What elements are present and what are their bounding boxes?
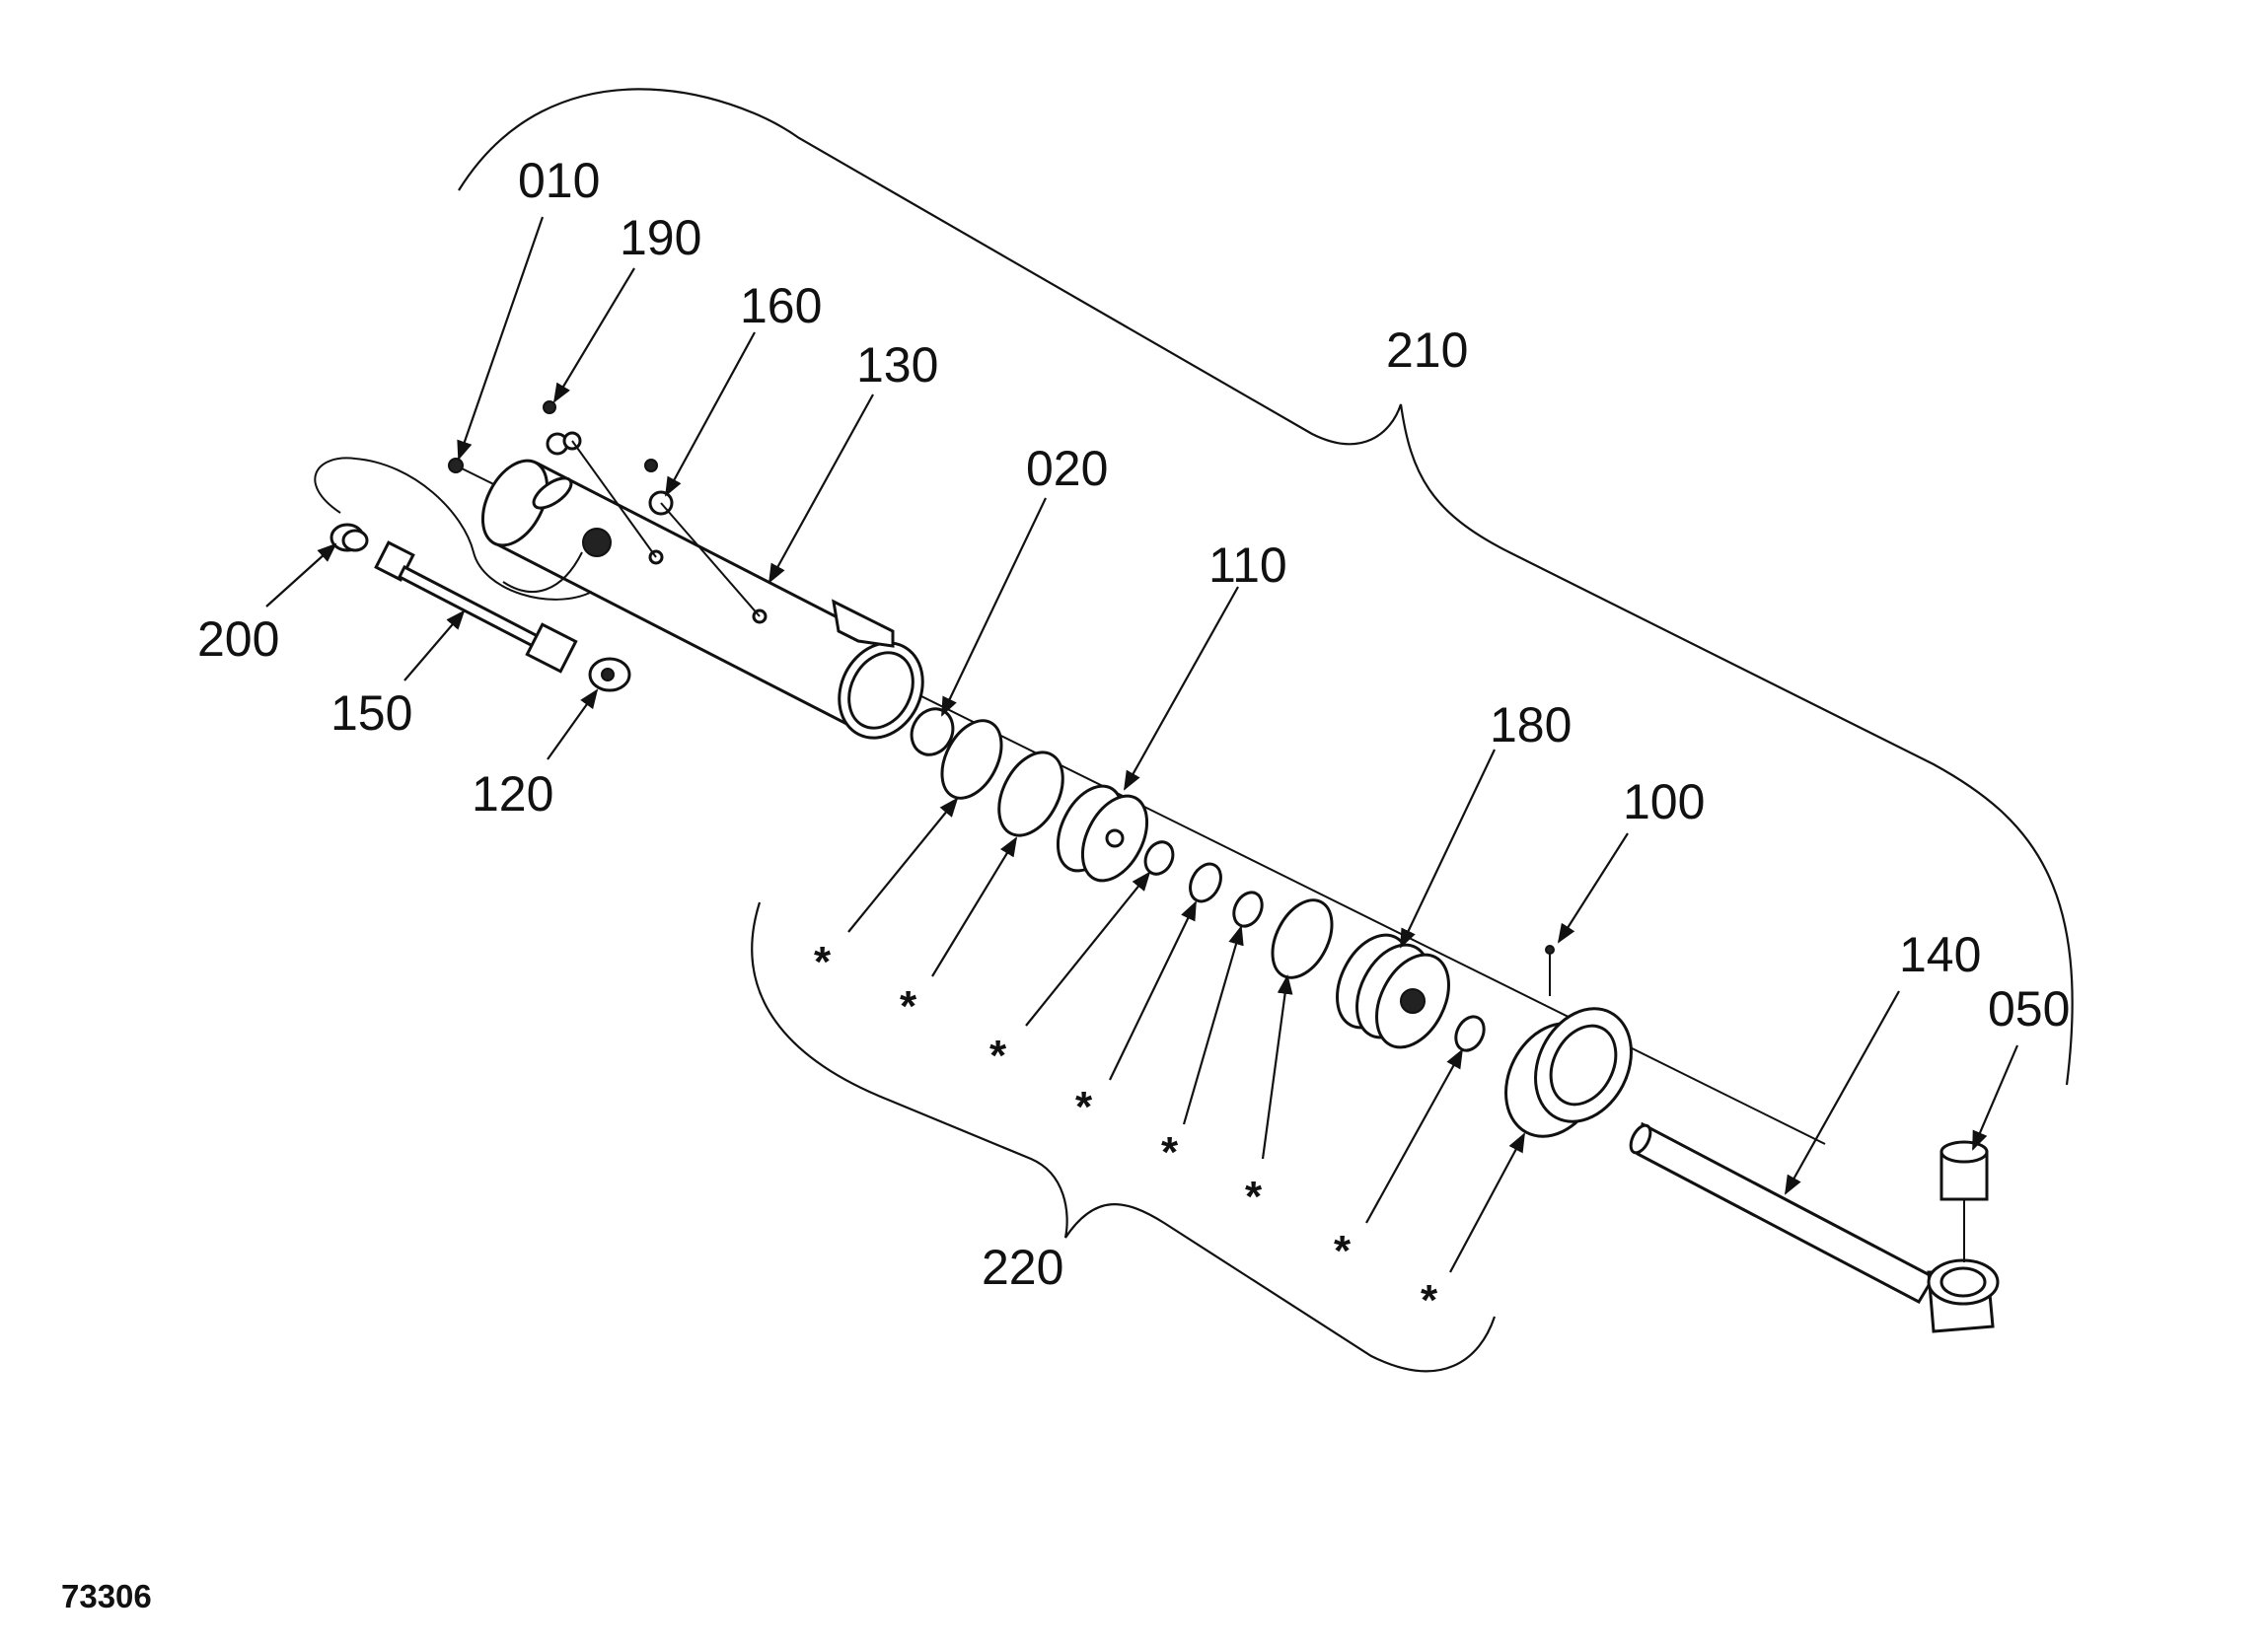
tube-outline — [314, 457, 593, 601]
callout-140: 140 — [1899, 927, 1981, 982]
callout-180: 180 — [1490, 697, 1572, 752]
callout-020: 020 — [1026, 441, 1108, 496]
part-180-gland — [1336, 933, 1450, 1049]
callout-200: 200 — [197, 611, 279, 667]
callout-220: 220 — [982, 1240, 1063, 1295]
callout-110: 110 — [1208, 537, 1287, 593]
seal-ring-7 — [1454, 1015, 1486, 1052]
seal-ring-3 — [1143, 840, 1175, 876]
part-190-screw — [543, 400, 556, 414]
part-010-plug — [448, 458, 464, 473]
bracket-220 — [751, 901, 1497, 1373]
seal-ring-2 — [997, 751, 1064, 837]
callout-010: 010 — [518, 153, 600, 208]
part-100-collar — [1504, 945, 1633, 1138]
part-200-fitting — [329, 523, 369, 552]
seal-kit-marker: * — [1245, 1173, 1263, 1221]
callout-190: 190 — [620, 210, 701, 265]
part-110-piston — [1056, 784, 1149, 883]
seal-ring-5 — [1232, 891, 1264, 928]
callout-210: 210 — [1386, 322, 1468, 378]
callout-150: 150 — [330, 685, 412, 741]
seal-kit-marker: * — [989, 1032, 1007, 1080]
part-140-rod — [1629, 1121, 2000, 1333]
figure-number: 73306 — [61, 1578, 152, 1614]
seal-ring-1 — [940, 719, 1003, 800]
part-050-bushing — [1939, 1140, 1989, 1262]
seal-kit-marker: * — [1421, 1276, 1438, 1324]
seal-kit-marker: * — [1334, 1227, 1352, 1275]
seal-ring-4 — [1189, 862, 1222, 903]
seal-kit-marker: * — [900, 982, 917, 1031]
callout-160: 160 — [740, 278, 822, 333]
callout-100: 100 — [1623, 774, 1705, 829]
seal-ring-6 — [1271, 898, 1334, 979]
part-150-tube — [374, 540, 578, 674]
leader-lines — [265, 216, 2019, 1273]
bracket-210 — [458, 88, 2074, 1086]
callout-130: 130 — [856, 337, 938, 393]
seal-kit-marker: * — [814, 938, 832, 986]
callout-050: 050 — [1988, 981, 2070, 1037]
part-120-elbow — [588, 657, 631, 692]
part-160-screw — [644, 459, 658, 472]
seal-kit-marker: * — [1075, 1083, 1093, 1131]
part-130-cylinder-barrel — [480, 459, 924, 740]
seal-kit-marker: * — [1161, 1128, 1179, 1177]
callout-120: 120 — [472, 766, 553, 822]
